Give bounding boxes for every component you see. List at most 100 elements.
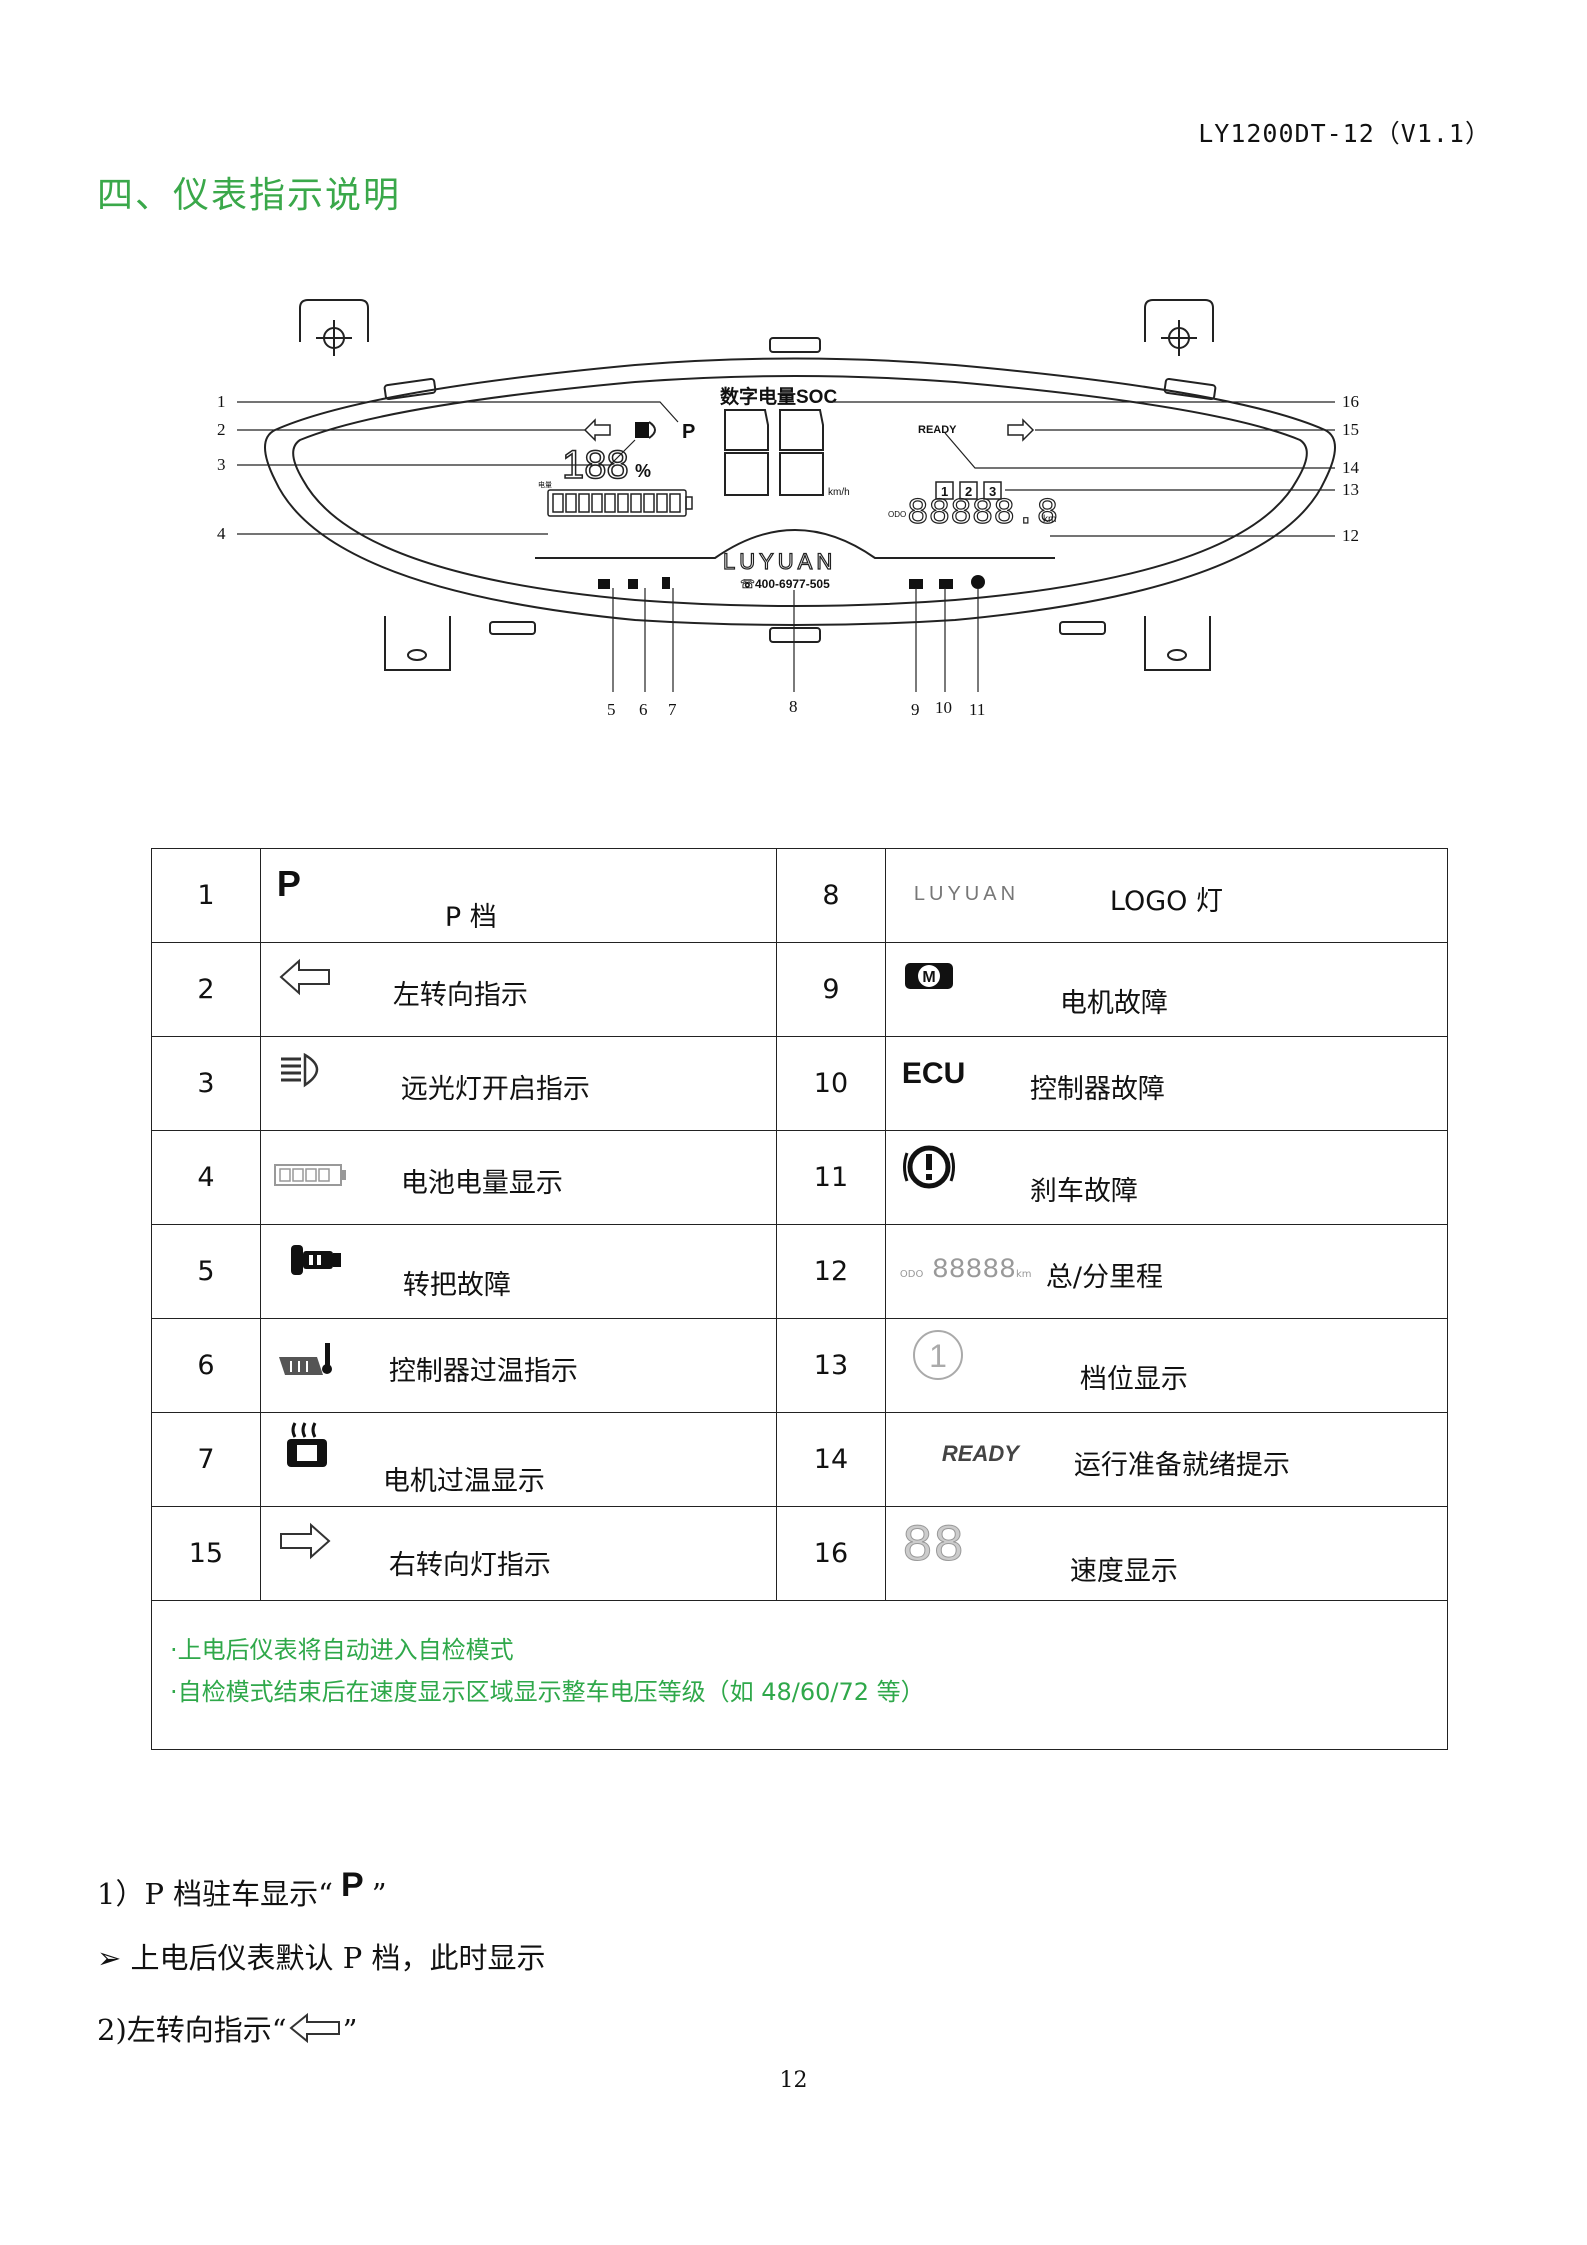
battery-icon xyxy=(273,1164,346,1186)
clip-bottom xyxy=(769,627,821,643)
ecu-fault-icon: ECU xyxy=(901,1057,966,1090)
brake-fault-icon xyxy=(902,1145,955,1189)
gear-2-icon: 2 xyxy=(965,484,972,499)
legend-cell: 转把故障 xyxy=(259,1224,778,1319)
motor-fault-icon xyxy=(909,579,923,589)
odo-unit: km xyxy=(1043,514,1056,525)
callout-15: 15 xyxy=(1342,420,1359,439)
legend-label: 控制器故障 xyxy=(1029,1074,1165,1105)
callout-14: 14 xyxy=(1342,458,1360,477)
row-num: 6 xyxy=(151,1318,261,1413)
row-num: 5 xyxy=(151,1224,261,1319)
row-num: 10 xyxy=(776,1036,886,1131)
logo-icon: LUYUAN xyxy=(913,883,1020,905)
legend-label: 右转向灯指示 xyxy=(388,1550,551,1581)
p-gear-icon: P xyxy=(341,1866,364,1904)
legend-label: P 档 xyxy=(444,902,497,933)
legend-cell: ECU 控制器故障 xyxy=(884,1036,1449,1131)
odometer-icon: ODO 88888km xyxy=(899,1255,1032,1286)
ready-icon: READY xyxy=(918,424,957,436)
callout-4: 4 xyxy=(217,524,226,543)
legend-cell: 电机过温显示 xyxy=(259,1412,778,1507)
callout-2: 2 xyxy=(217,420,226,439)
battery-label: 电量 xyxy=(538,480,552,489)
speed-display-icon: 88 xyxy=(901,1517,965,1577)
motor-fault-icon: M xyxy=(904,963,953,989)
mount-tab-right xyxy=(1144,299,1214,342)
right-turn-icon xyxy=(1007,418,1035,442)
svg-text:1: 1 xyxy=(929,1338,947,1374)
table-row: 4 电池电量显示 11 刹车故障 xyxy=(151,1130,1449,1225)
right-turn-icon xyxy=(279,1522,331,1560)
row-num: 11 xyxy=(776,1130,886,1225)
legend-cell: 88 速度显示 xyxy=(884,1506,1449,1601)
page-number: 12 xyxy=(779,2068,808,2093)
ecu-fault-icon xyxy=(939,579,953,589)
legend-label: 控制器过温指示 xyxy=(388,1356,578,1387)
legend-cell: 1 档位显示 xyxy=(884,1318,1449,1413)
callout-16: 16 xyxy=(1342,392,1359,411)
legend-label: 远光灯开启指示 xyxy=(400,1074,590,1105)
table-row: 3 远光灯开启指示 10 ECU 控制器故障 xyxy=(151,1036,1449,1131)
callout-7: 7 xyxy=(668,700,677,719)
document-id: LY1200DT-12（V1.1） xyxy=(1198,119,1491,148)
row-num: 12 xyxy=(776,1224,886,1319)
legend-label: 电机过温显示 xyxy=(382,1466,545,1497)
high-beam-icon xyxy=(280,1052,319,1088)
mount-bottom-left xyxy=(384,616,451,671)
legend-table: 1 P P 档 8 LUYUAN LOGO 灯 2 左转向指示 9 M 电机故障… xyxy=(151,848,1449,1750)
left-turn-icon xyxy=(279,958,330,996)
mount-bottom-right xyxy=(1144,616,1211,671)
row-num: 9 xyxy=(776,942,886,1037)
row-num: 13 xyxy=(776,1318,886,1413)
notes-row: ·上电后仪表将自动进入自检模式 ·自检模式结束后在速度显示区域显示整车电压等级（… xyxy=(151,1600,1448,1750)
throttle-fault-icon xyxy=(290,1245,341,1275)
table-row: 5 转把故障 12 ODO 88888km 总/分里程 xyxy=(151,1224,1449,1319)
legend-cell: 电池电量显示 xyxy=(259,1130,778,1225)
motor-temp-icon xyxy=(286,1422,327,1467)
legend-label: 电机故障 xyxy=(1059,988,1168,1019)
legend-label: 转把故障 xyxy=(402,1270,511,1301)
clip-top xyxy=(769,337,821,353)
callout-13: 13 xyxy=(1342,480,1359,499)
legend-label: 刹车故障 xyxy=(1029,1176,1138,1207)
soc-label: 数字电量SOC xyxy=(720,385,837,408)
legend-cell: READY 运行准备就绪提示 xyxy=(884,1412,1449,1507)
legend-label: 总/分里程 xyxy=(1045,1262,1163,1293)
legend-label: LOGO 灯 xyxy=(1109,886,1223,917)
callout-8: 8 xyxy=(789,697,798,716)
speed-digits xyxy=(724,409,824,496)
row-num: 8 xyxy=(776,848,886,943)
gear-1-icon: 1 xyxy=(912,1330,963,1380)
motor-temp-icon xyxy=(662,577,670,589)
legend-label: 电池电量显示 xyxy=(400,1168,563,1199)
callout-6: 6 xyxy=(639,700,648,719)
throttle-fault-icon xyxy=(598,579,610,589)
callout-10: 10 xyxy=(935,698,952,717)
odo-digits: 88888.8 xyxy=(907,493,1058,534)
dashboard-diagram: 数字电量SOC km/h 188 % 电量 P READY 1 2 3 ODO … xyxy=(215,290,1395,730)
brake-fault-icon xyxy=(971,575,985,589)
row-num: 16 xyxy=(776,1506,886,1601)
ready-icon: READY xyxy=(941,1441,1019,1466)
row-num: 14 xyxy=(776,1412,886,1507)
left-turn-icon xyxy=(289,2012,340,2044)
legend-cell: 远光灯开启指示 xyxy=(259,1036,778,1131)
callout-11: 11 xyxy=(969,700,985,719)
speed-unit: km/h xyxy=(828,487,850,498)
body-line-3: 2)左转向指示“” xyxy=(97,2012,358,2047)
body-line-2: ➢ 上电后仪表默认 P 档，此时显示 xyxy=(97,1941,546,1975)
svg-text:M: M xyxy=(922,969,935,986)
row-num: 7 xyxy=(151,1412,261,1507)
legend-cell: 刹车故障 xyxy=(884,1130,1449,1225)
left-turn-icon xyxy=(583,418,611,442)
notes-cell: ·上电后仪表将自动进入自检模式 ·自检模式结束后在速度显示区域显示整车电压等级（… xyxy=(151,1600,1448,1750)
mount-tab-left xyxy=(299,299,369,342)
legend-label: 左转向指示 xyxy=(392,980,528,1011)
legend-cell: 右转向灯指示 xyxy=(259,1506,778,1601)
callout-lines xyxy=(237,401,1335,692)
dashboard-svg: 数字电量SOC km/h 188 % 电量 P READY 1 2 3 ODO … xyxy=(217,299,1360,719)
legend-cell: 控制器过温指示 xyxy=(259,1318,778,1413)
row-num: 2 xyxy=(151,942,261,1037)
table-row: 7 电机过温显示 14 READY 运行准备就绪提示 xyxy=(151,1412,1449,1507)
